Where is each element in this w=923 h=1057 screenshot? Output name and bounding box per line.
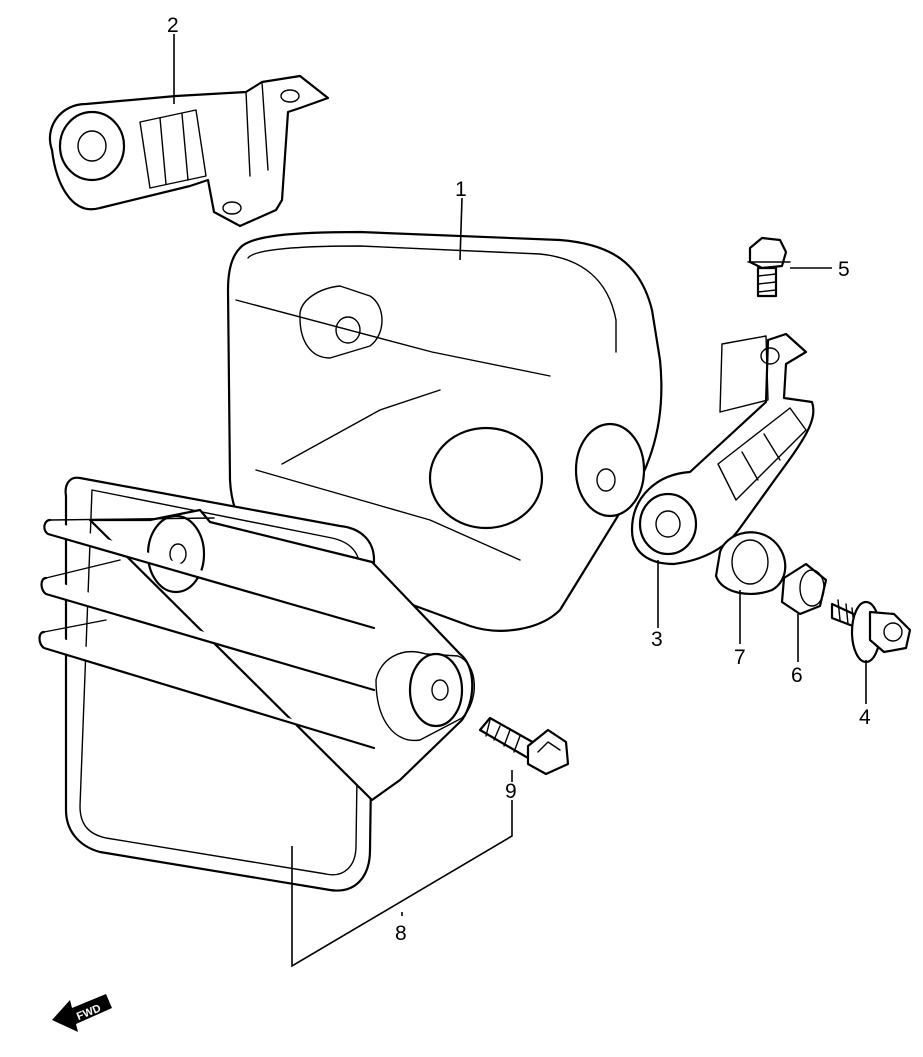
part-4-flange-bolt [830, 599, 912, 664]
leader-lines [173, 34, 867, 968]
callout-3: 3 [651, 628, 663, 651]
part-7-grommet [714, 531, 787, 596]
part-6-collar [780, 562, 828, 616]
forward-direction-badge: FWD [52, 994, 112, 1032]
part-5-bolt [747, 236, 791, 298]
part-9-mounting-bolt [478, 716, 570, 776]
part-2-left-bracket [48, 74, 330, 228]
part-3-right-bracket [630, 332, 815, 566]
callout-1: 1 [455, 178, 467, 201]
callout-8: 8 [395, 922, 407, 945]
callout-9: 9 [505, 780, 517, 803]
callout-4: 4 [859, 706, 871, 729]
callout-5: 5 [838, 258, 850, 281]
forward-arrow-icon [52, 994, 112, 1032]
callout-6: 6 [791, 664, 803, 687]
callout-7: 7 [734, 646, 746, 669]
callout-2: 2 [167, 14, 179, 37]
part-8-headlight-guard [38, 476, 475, 892]
callout-labels: 2 1 5 3 7 6 4 9 8 [167, 14, 871, 945]
